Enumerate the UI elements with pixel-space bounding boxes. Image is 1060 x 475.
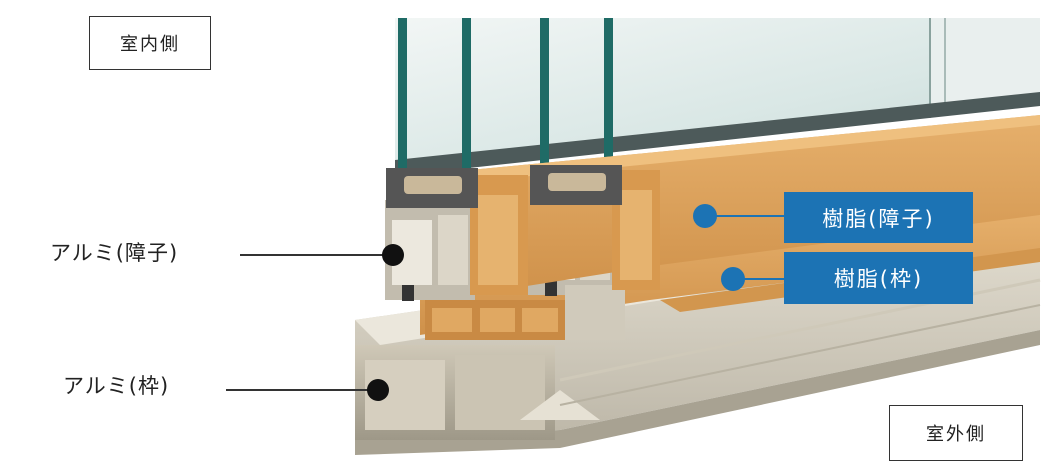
leader-lines bbox=[226, 204, 786, 401]
aluminum-frame-marker bbox=[367, 379, 389, 401]
resin-sash-marker bbox=[693, 204, 717, 228]
glass-panes bbox=[395, 18, 1040, 176]
aluminum-sash-marker bbox=[382, 244, 404, 266]
glass-edge-green bbox=[398, 18, 613, 193]
outdoor-side-label: 室外側 bbox=[889, 405, 1023, 461]
glass-spacers bbox=[386, 165, 622, 208]
resin-sash-callout: 樹脂(障子) bbox=[784, 192, 973, 243]
aluminum-frame-label: アルミ(枠) bbox=[63, 374, 170, 398]
resin-sash-body bbox=[470, 115, 1040, 295]
indoor-side-label: 室内側 bbox=[89, 16, 211, 70]
resin-frame-marker bbox=[721, 267, 745, 291]
aluminum-sash-label: アルミ(障子) bbox=[50, 241, 179, 265]
resin-frame-callout: 樹脂(枠) bbox=[784, 252, 973, 304]
